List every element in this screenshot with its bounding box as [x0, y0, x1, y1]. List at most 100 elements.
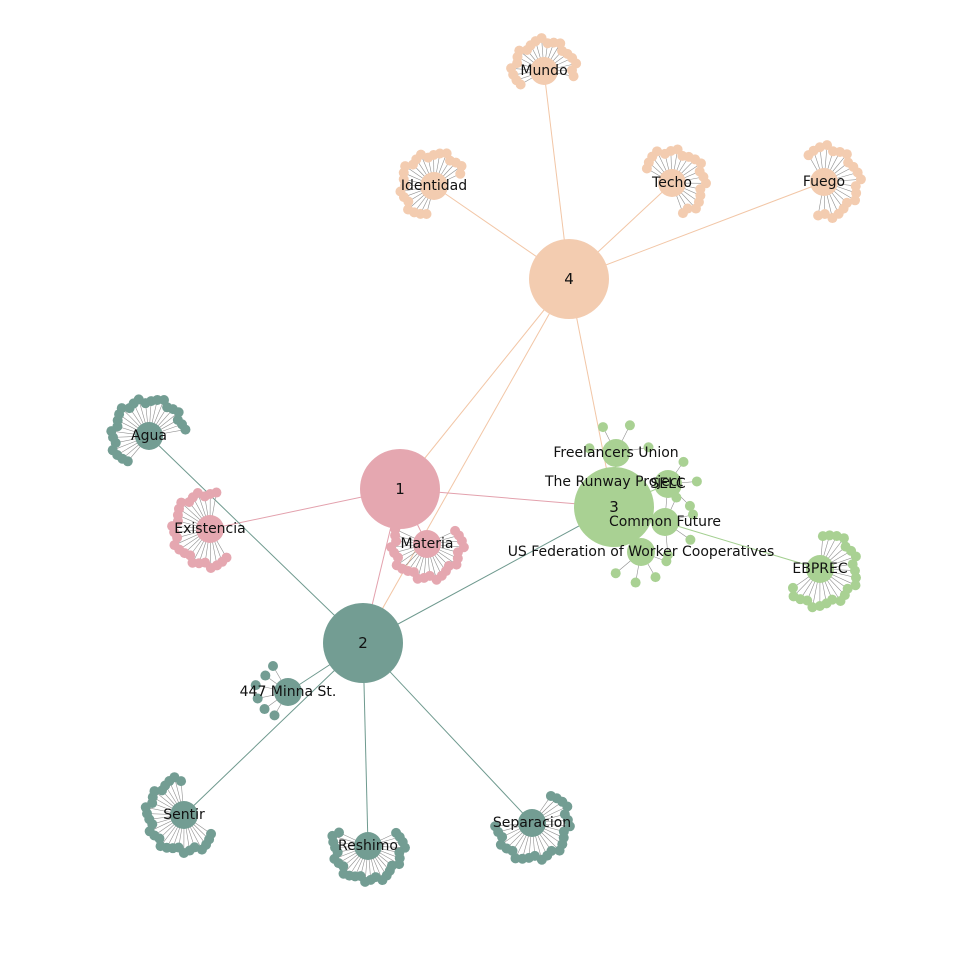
- leaf-node: [678, 456, 689, 467]
- label-existencia: Existencia: [174, 521, 245, 537]
- leaf-node: [568, 71, 579, 82]
- leaf-node: [807, 602, 818, 613]
- node-freelancers: [602, 439, 630, 467]
- node-reshimo: [354, 832, 382, 860]
- leaf-node: [695, 158, 706, 169]
- node-separacion: [518, 809, 546, 837]
- leaf-node: [180, 424, 191, 435]
- label-sentir: Sentir: [163, 807, 205, 823]
- leaf-node: [822, 140, 833, 151]
- leaf-node: [268, 661, 278, 672]
- label-h4: 4: [564, 270, 574, 288]
- edge-h4-h1: [399, 278, 570, 490]
- node-existencia: [196, 515, 224, 543]
- leaf-node: [403, 204, 414, 215]
- leaf-node: [252, 693, 263, 704]
- label-commonfuture: Common Future: [609, 514, 721, 530]
- hub-node-h4: [529, 239, 609, 319]
- leaf-node: [584, 443, 595, 454]
- edge-h2-agua: [148, 435, 364, 644]
- node-selc: [654, 470, 682, 498]
- leaf-node: [338, 868, 349, 879]
- label-reshimo: Reshimo: [338, 838, 398, 854]
- leaf-layer: [106, 33, 866, 887]
- leaf-node: [835, 596, 846, 607]
- edge-h4-fuego: [568, 181, 825, 280]
- leaf-node: [850, 195, 861, 206]
- node-commonfuture: [651, 508, 679, 536]
- label-h3: 3: [609, 498, 619, 516]
- leaf-node: [841, 149, 852, 160]
- leaf-node: [149, 786, 160, 797]
- label-identidad: Identidad: [401, 178, 467, 194]
- node-materia: [413, 530, 441, 558]
- leaf-node: [116, 403, 127, 414]
- label-materia: Materia: [401, 536, 454, 552]
- leaf-node: [850, 551, 861, 562]
- leaf-node: [456, 161, 467, 172]
- leaf-node: [510, 853, 521, 864]
- node-layer: [135, 57, 838, 860]
- edge-h2-separacion: [362, 642, 533, 824]
- hub-node-h3: [574, 467, 654, 547]
- hub-node-h2: [323, 603, 403, 683]
- label-selc: SELC: [650, 476, 686, 492]
- leaf-node: [814, 600, 825, 611]
- label-techo: Techo: [651, 175, 692, 191]
- leaf-node: [788, 591, 799, 602]
- leaf-node: [269, 710, 280, 721]
- leaf-node: [490, 821, 501, 832]
- leaf-node: [260, 670, 271, 681]
- leaf-node: [688, 509, 699, 520]
- leaf-node: [652, 146, 663, 157]
- leaf-node: [176, 497, 187, 508]
- leaf-node: [400, 161, 411, 172]
- label-agua: Agua: [131, 428, 167, 444]
- leaf-node: [624, 420, 635, 431]
- leaf-node: [827, 213, 838, 224]
- leaf-node: [555, 38, 566, 49]
- node-usfed: [627, 538, 655, 566]
- label-freelancers: Freelancers Union: [553, 445, 678, 461]
- label-fuego: Fuego: [803, 174, 845, 190]
- node-ebprec: [806, 555, 834, 583]
- leaf-node: [650, 572, 661, 583]
- leaf-node: [850, 572, 861, 583]
- leaf-node: [451, 559, 462, 570]
- leaf-node: [813, 210, 824, 221]
- edge-h4-h2: [362, 278, 570, 644]
- leaf-node: [643, 442, 654, 453]
- leaf-node: [391, 560, 402, 571]
- label-ebprec: EBPREC: [792, 561, 847, 577]
- leaf-node: [787, 582, 798, 593]
- leaf-node: [211, 487, 222, 498]
- leaf-node: [685, 534, 696, 545]
- node-fuego: [810, 168, 838, 196]
- leaf-node: [838, 533, 849, 544]
- leaf-node: [677, 208, 688, 219]
- leaf-node: [455, 168, 466, 179]
- node-agua: [135, 422, 163, 450]
- leaf-node: [176, 776, 187, 787]
- leaf-node: [173, 407, 184, 418]
- node-minna: [274, 678, 302, 706]
- label-minna: 447 Minna St.: [240, 684, 337, 700]
- leaf-node: [661, 556, 672, 567]
- edge-layer: [148, 70, 825, 847]
- leaf-node: [610, 568, 621, 579]
- leaf-node: [684, 500, 695, 511]
- leaf-node: [333, 827, 344, 838]
- leaf-node: [690, 203, 701, 214]
- node-sentir: [170, 801, 198, 829]
- leaf-node: [155, 841, 166, 852]
- leaf-node: [691, 476, 702, 487]
- node-techo: [658, 169, 686, 197]
- edge-h2-h3: [362, 506, 615, 644]
- leaf-node: [259, 704, 270, 715]
- leaf-node: [850, 580, 861, 591]
- label-separacion: Separacion: [493, 815, 571, 831]
- leaf-node: [630, 577, 641, 588]
- leaf-node: [597, 422, 608, 433]
